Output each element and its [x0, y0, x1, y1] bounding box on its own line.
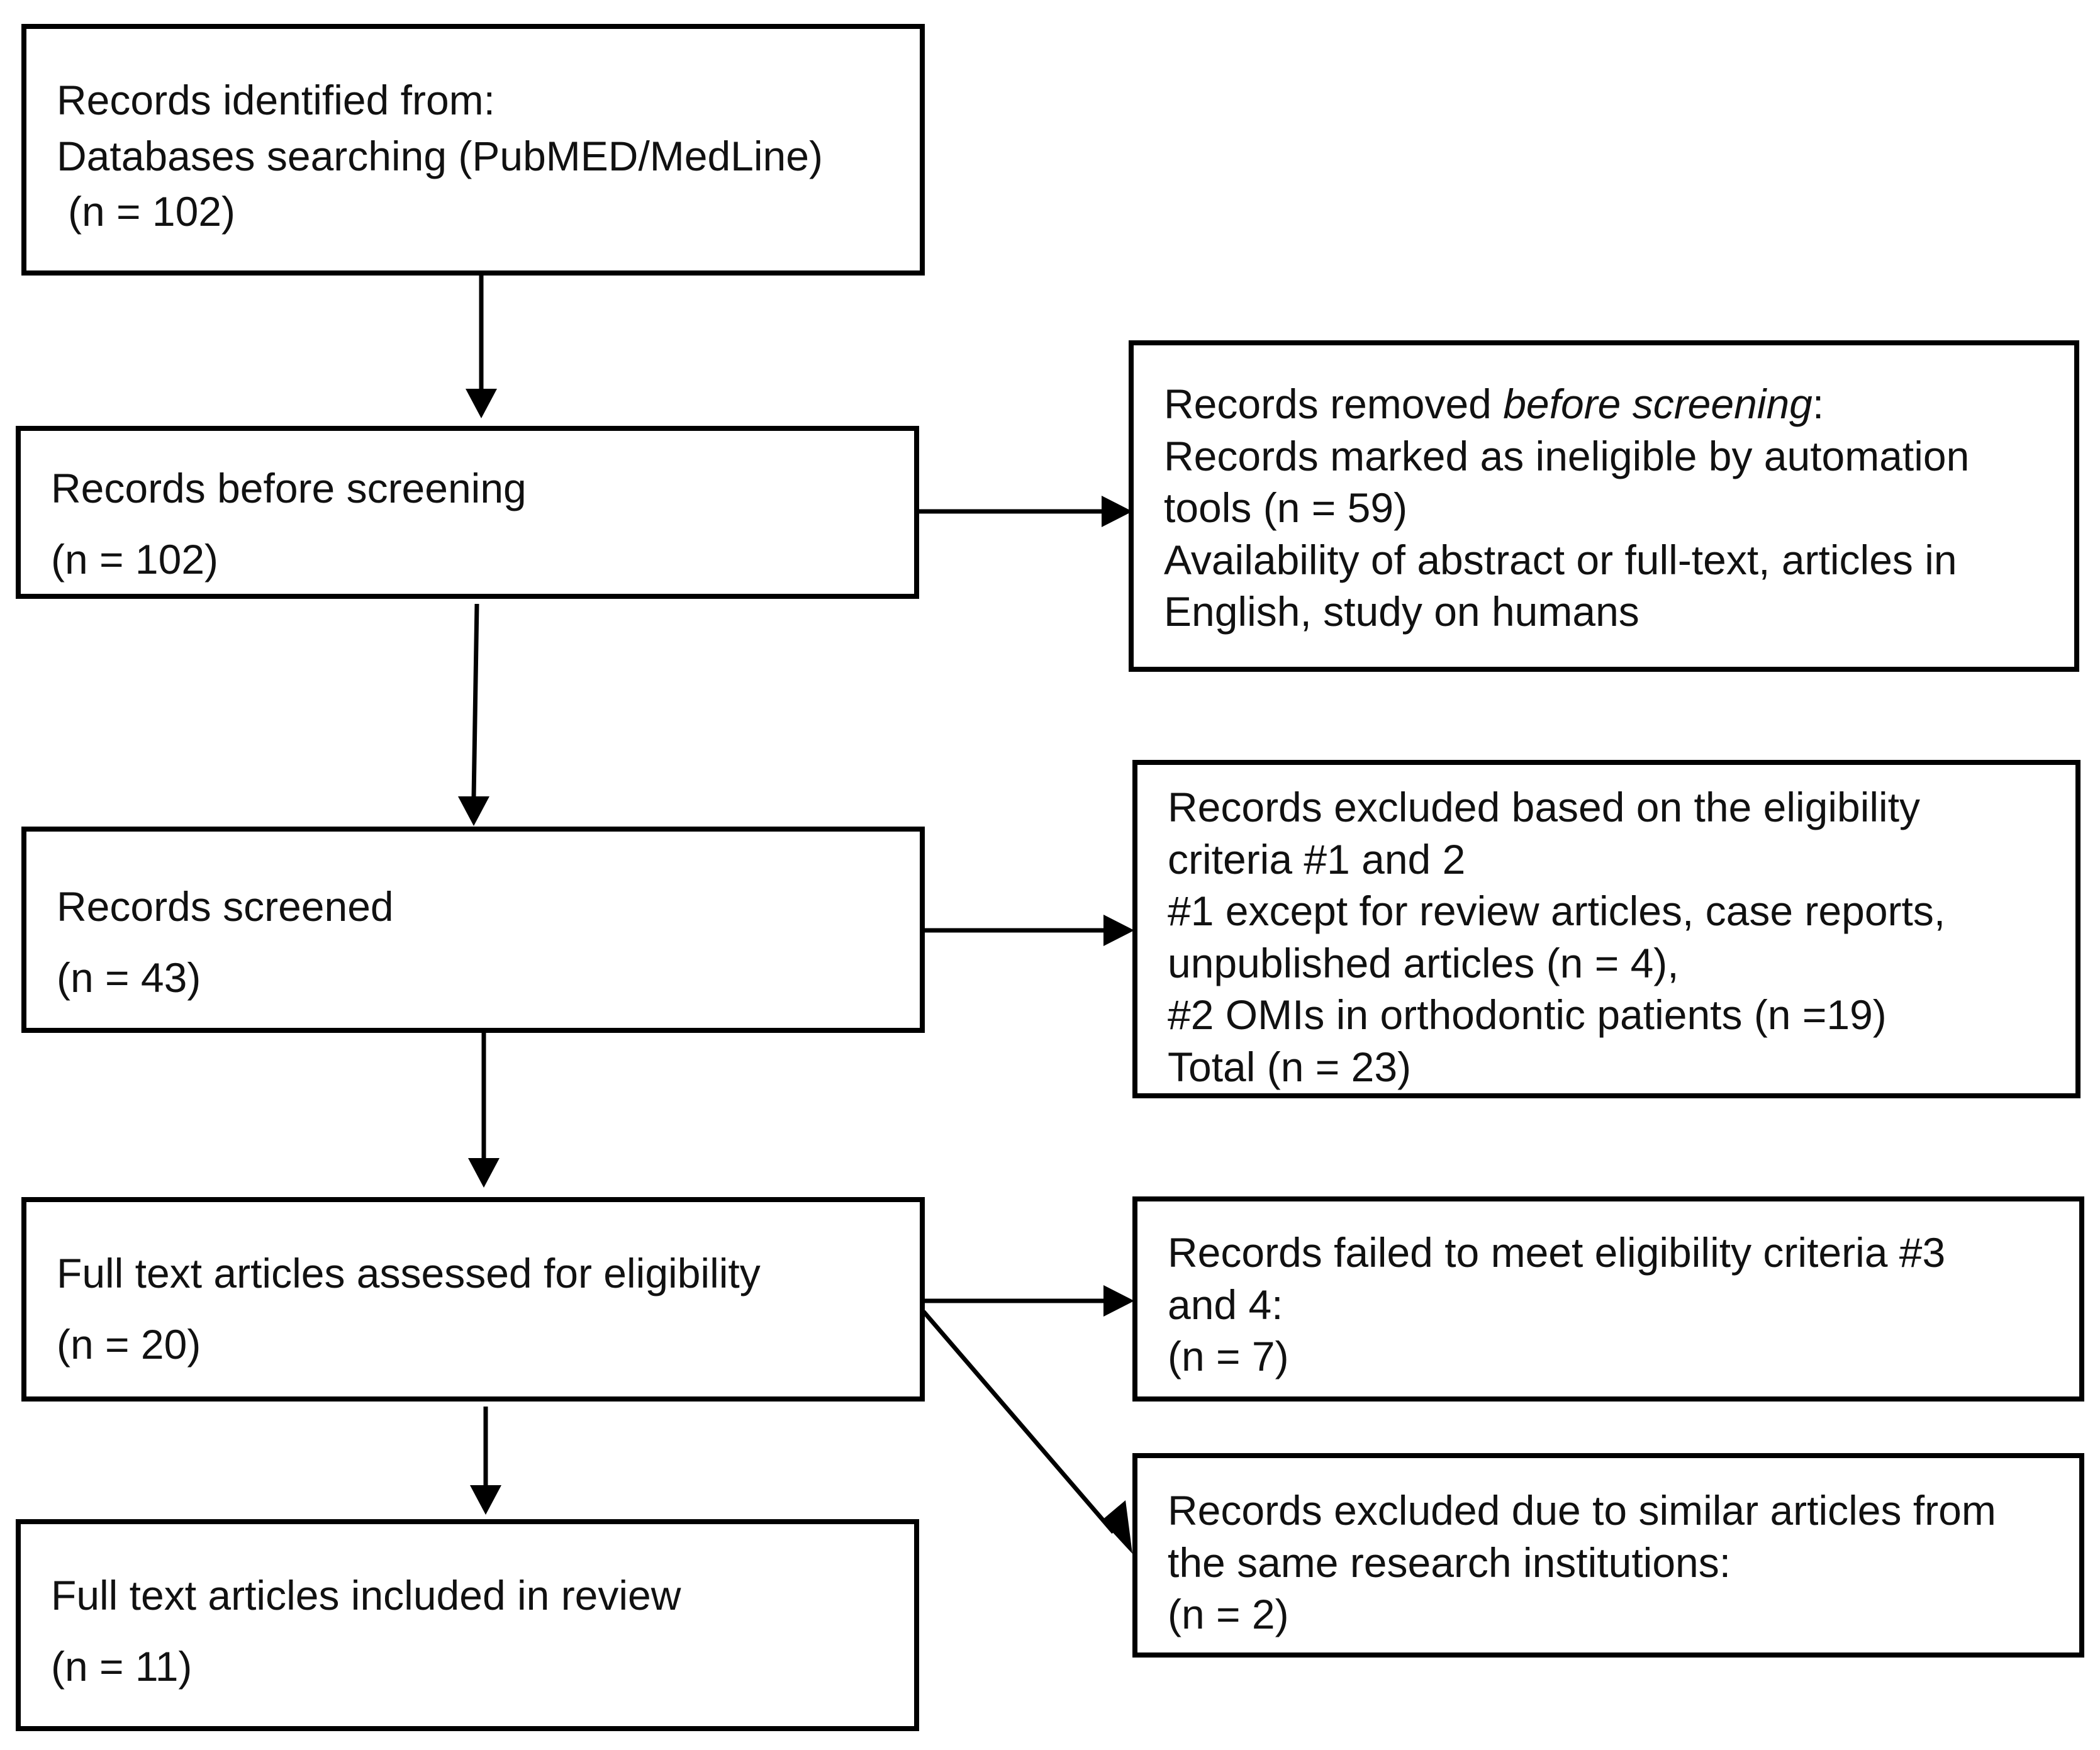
records-before-screening-box: Records before screening (n = 102) — [16, 426, 919, 599]
arrow-before-screening-to-screened — [471, 603, 479, 798]
arrowhead — [1103, 1285, 1134, 1317]
excluded-line-1: Records excluded based on the eligibilit… — [1168, 784, 1921, 830]
screened-count: (n = 43) — [57, 954, 201, 1001]
assessed-count: (n = 20) — [57, 1320, 201, 1368]
failed-line-2: and 4: — [1168, 1281, 1283, 1328]
records-failed-box: Records failed to meet eligibility crite… — [1132, 1196, 2084, 1402]
failed-count: (n = 7) — [1168, 1333, 1289, 1379]
before-screening-label: Records before screening — [51, 465, 527, 511]
excluded-line-2: criteria #1 and 2 — [1168, 835, 1466, 883]
arrowhead — [468, 1158, 500, 1188]
excluded-line-4: unpublished articles (n = 4), — [1168, 939, 1679, 986]
identified-line-1: Records identified from: — [57, 77, 495, 123]
removed-line-1-suffix: : — [1812, 381, 1824, 427]
before-screening-count: (n = 102) — [51, 535, 218, 582]
excluded-line-5: #2 OMIs in orthodontic patients (n =19) — [1168, 991, 1887, 1038]
similar-line-1: Records excluded due to similar articles… — [1168, 1487, 1996, 1534]
failed-line-1: Records failed to meet eligibility crite… — [1168, 1229, 1946, 1276]
arrowhead — [1102, 496, 1132, 527]
records-excluded-criteria-box: Records excluded based on the eligibilit… — [1132, 760, 2080, 1098]
removed-line-1-emphasis: before screening — [1503, 381, 1812, 427]
records-identified-box: Records identified from: Databases searc… — [21, 24, 925, 276]
similar-count: (n = 2) — [1168, 1591, 1289, 1637]
arrowhead — [470, 1485, 501, 1515]
removed-line-1: Records removed before screening: — [1164, 378, 2074, 430]
identified-count: (n = 102) — [68, 188, 235, 235]
similar-line-2: the same research institutions: — [1168, 1539, 1731, 1586]
arrowhead — [466, 389, 497, 418]
full-text-assessed-box: Full text articles assessed for eligibil… — [21, 1197, 925, 1402]
removed-line-1-prefix: Records removed — [1164, 381, 1504, 427]
full-text-included-box: Full text articles included in review (n… — [16, 1519, 919, 1731]
screened-label: Records screened — [57, 883, 394, 930]
removed-line-2: Records marked as ineligible by automati… — [1164, 432, 1970, 479]
arrowhead — [458, 796, 489, 826]
assessed-label: Full text articles assessed for eligibil… — [57, 1250, 761, 1296]
removed-line-4: Availability of abstract or full-text, a… — [1164, 536, 1957, 583]
records-similar-box: Records excluded due to similar articles… — [1132, 1453, 2084, 1658]
excluded-line-3: #1 except for review articles, case repo… — [1168, 888, 1946, 934]
removed-line-3: tools (n = 59) — [1164, 484, 1408, 531]
arrowhead — [1102, 1500, 1132, 1554]
records-screened-box: Records screened (n = 43) — [21, 827, 925, 1033]
included-label: Full text articles included in review — [51, 1572, 681, 1619]
included-count: (n = 11) — [51, 1642, 193, 1690]
records-removed-box: Records removed before screening: Record… — [1129, 340, 2079, 672]
removed-line-5: English, study on humans — [1164, 588, 1639, 635]
arrowhead — [1103, 915, 1134, 946]
excluded-total: Total (n = 23) — [1168, 1043, 1412, 1090]
arrow-assessed-to-similar — [922, 1310, 1115, 1534]
identified-line-2: Databases searching (PubMED/MedLine) — [57, 132, 823, 179]
